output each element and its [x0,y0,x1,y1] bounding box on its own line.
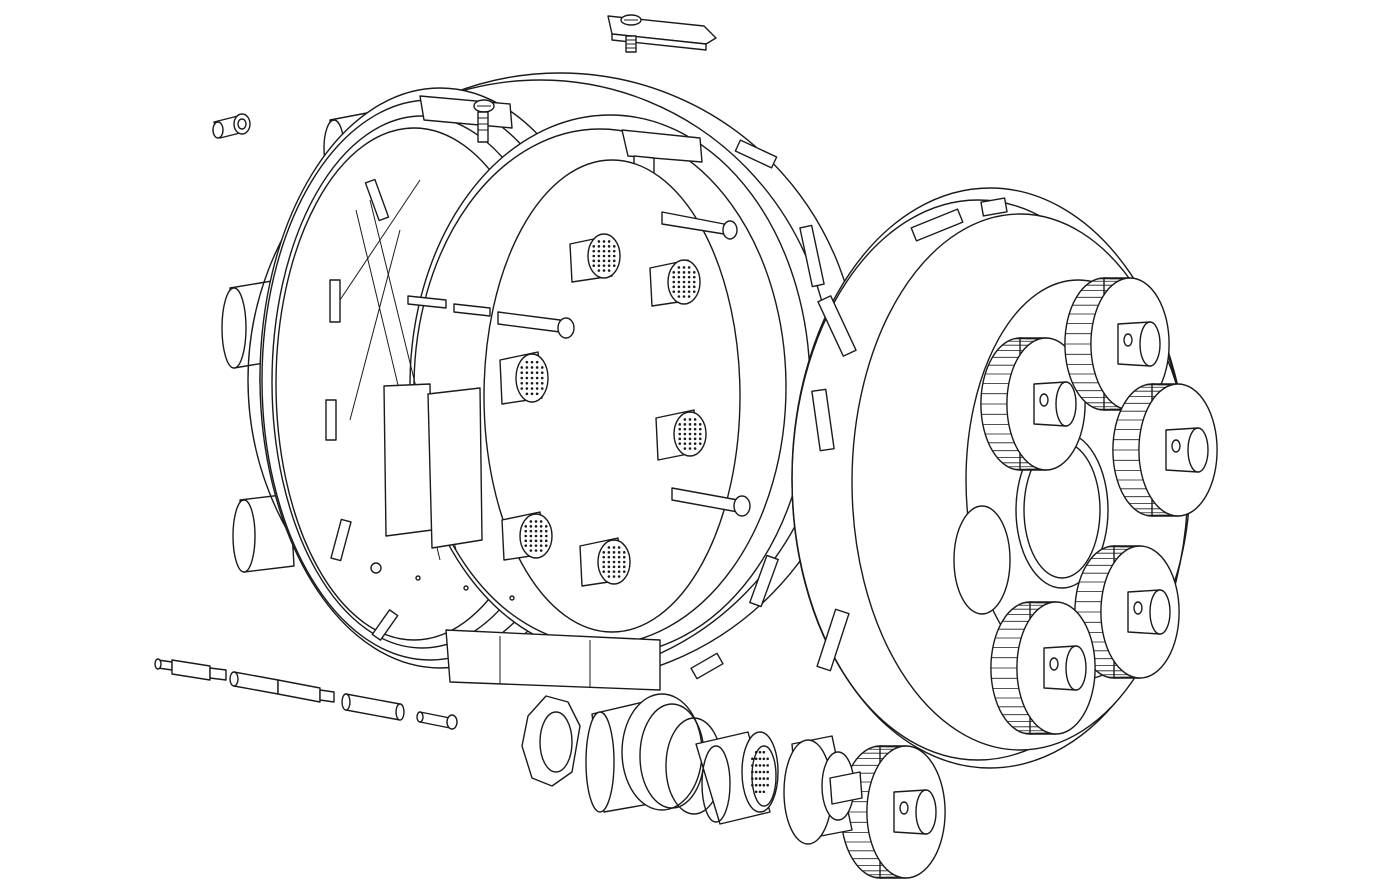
standoff-2 [229,671,335,703]
connector-2 [649,259,701,307]
guide-pins [407,211,751,517]
housing-boss-bottom [232,493,295,573]
pin-grid-2 [672,266,696,298]
knurled-knob-6 [840,745,946,879]
connector-cap [783,735,863,845]
knurled-knob-1 [980,337,1086,471]
knurled-knob-3 [1112,383,1218,517]
small-sleeve [212,113,251,139]
knurled-knob-5 [990,601,1096,735]
pin-grid-1 [592,240,616,272]
connector-4 [655,409,707,461]
top-clamp-bar [607,14,717,53]
connector-pin-dots [520,240,769,794]
pin-grid-3 [520,360,544,396]
pin-grid-5 [524,520,548,552]
pin-grid-7 [751,750,769,794]
pin-grid-4 [678,418,702,450]
standoff-3 [341,693,405,721]
standoff-1 [154,658,227,681]
connector-3 [499,351,549,405]
standoff-set [154,658,458,730]
small-screw [416,711,458,730]
knurled-knob-2 [1064,277,1170,411]
rim-notches [325,178,399,641]
hex-nut [521,695,581,787]
knurled-knob-4 [1074,545,1180,679]
pin-grid-6 [602,546,626,578]
connector-insert [695,731,779,825]
